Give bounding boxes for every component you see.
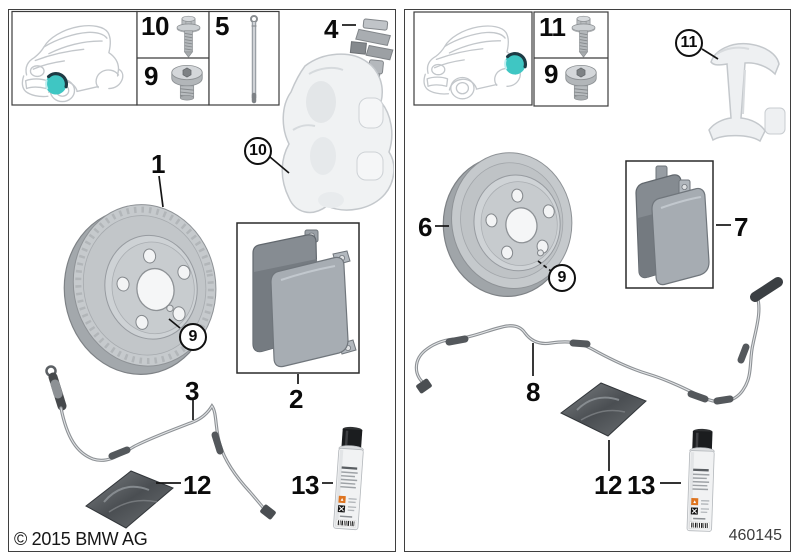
callout-caliper-screw[interactable]: 10 [244,137,272,165]
brake-cleaner-can-illustration [332,425,366,531]
rear-axle-highlight [504,52,528,75]
diagram-number: 460145 [728,527,782,544]
label-sensor[interactable]: 8 [526,377,540,407]
hardware-inset-box [533,11,609,107]
front-brake-disc-illustration [63,204,217,375]
front-brake-pads-illustration [252,229,357,368]
rear-brake-pads-illustration [635,165,710,286]
label-disc[interactable]: 6 [418,212,432,242]
brake-cleaner-can-illustration [686,427,716,533]
front-caliper-illustration [281,53,394,214]
label-inset-pin[interactable]: 5 [215,11,229,41]
front-brake-panel: 10 9 5 4 1 2 3 12 13 10 9 © 2015 BMW AG [8,9,396,552]
label-inset-plug[interactable]: 9 [544,59,558,89]
callout-set-screw[interactable]: 9 [548,264,576,292]
label-grease[interactable]: 12 [594,470,622,500]
label-pads[interactable]: 2 [289,384,303,414]
copyright-text: © 2015 BMW AG [14,529,148,549]
callout-carrier-screw[interactable]: 11 [675,29,703,57]
pin-inset-box [208,10,280,106]
leader-lines [156,24,356,484]
grease-packet-illustration [560,382,647,437]
label-inset-screw[interactable]: 10 [141,11,169,41]
label-pads[interactable]: 7 [734,212,748,242]
rear-brake-panel: 11 9 6 7 8 12 13 11 9 460145 [404,9,791,552]
label-cleaner[interactable]: 13 [291,470,319,500]
grease-packet-illustration [85,470,174,529]
label-inset-screw[interactable]: 11 [539,12,566,42]
front-axle-highlight [45,72,69,95]
label-grease[interactable]: 12 [183,470,211,500]
label-disc[interactable]: 1 [151,149,165,179]
label-clip[interactable]: 4 [324,14,338,44]
front-wear-sensor-illustration [45,365,276,520]
leader-lines [435,48,731,484]
rear-carrier-illustration [708,42,786,143]
label-inset-plug[interactable]: 9 [144,61,158,91]
rear-wear-sensor-illustration [414,277,783,405]
guide-pin-icon [250,15,258,104]
rear-brake-illustration [413,11,786,533]
label-sensor[interactable]: 3 [185,376,199,406]
label-cleaner[interactable]: 13 [627,470,655,500]
rear-brake-disc-illustration [442,152,573,297]
front-brake-illustration [11,10,394,531]
callout-set-screw[interactable]: 9 [179,323,207,351]
pad-retainer-clip-illustration [349,18,394,81]
